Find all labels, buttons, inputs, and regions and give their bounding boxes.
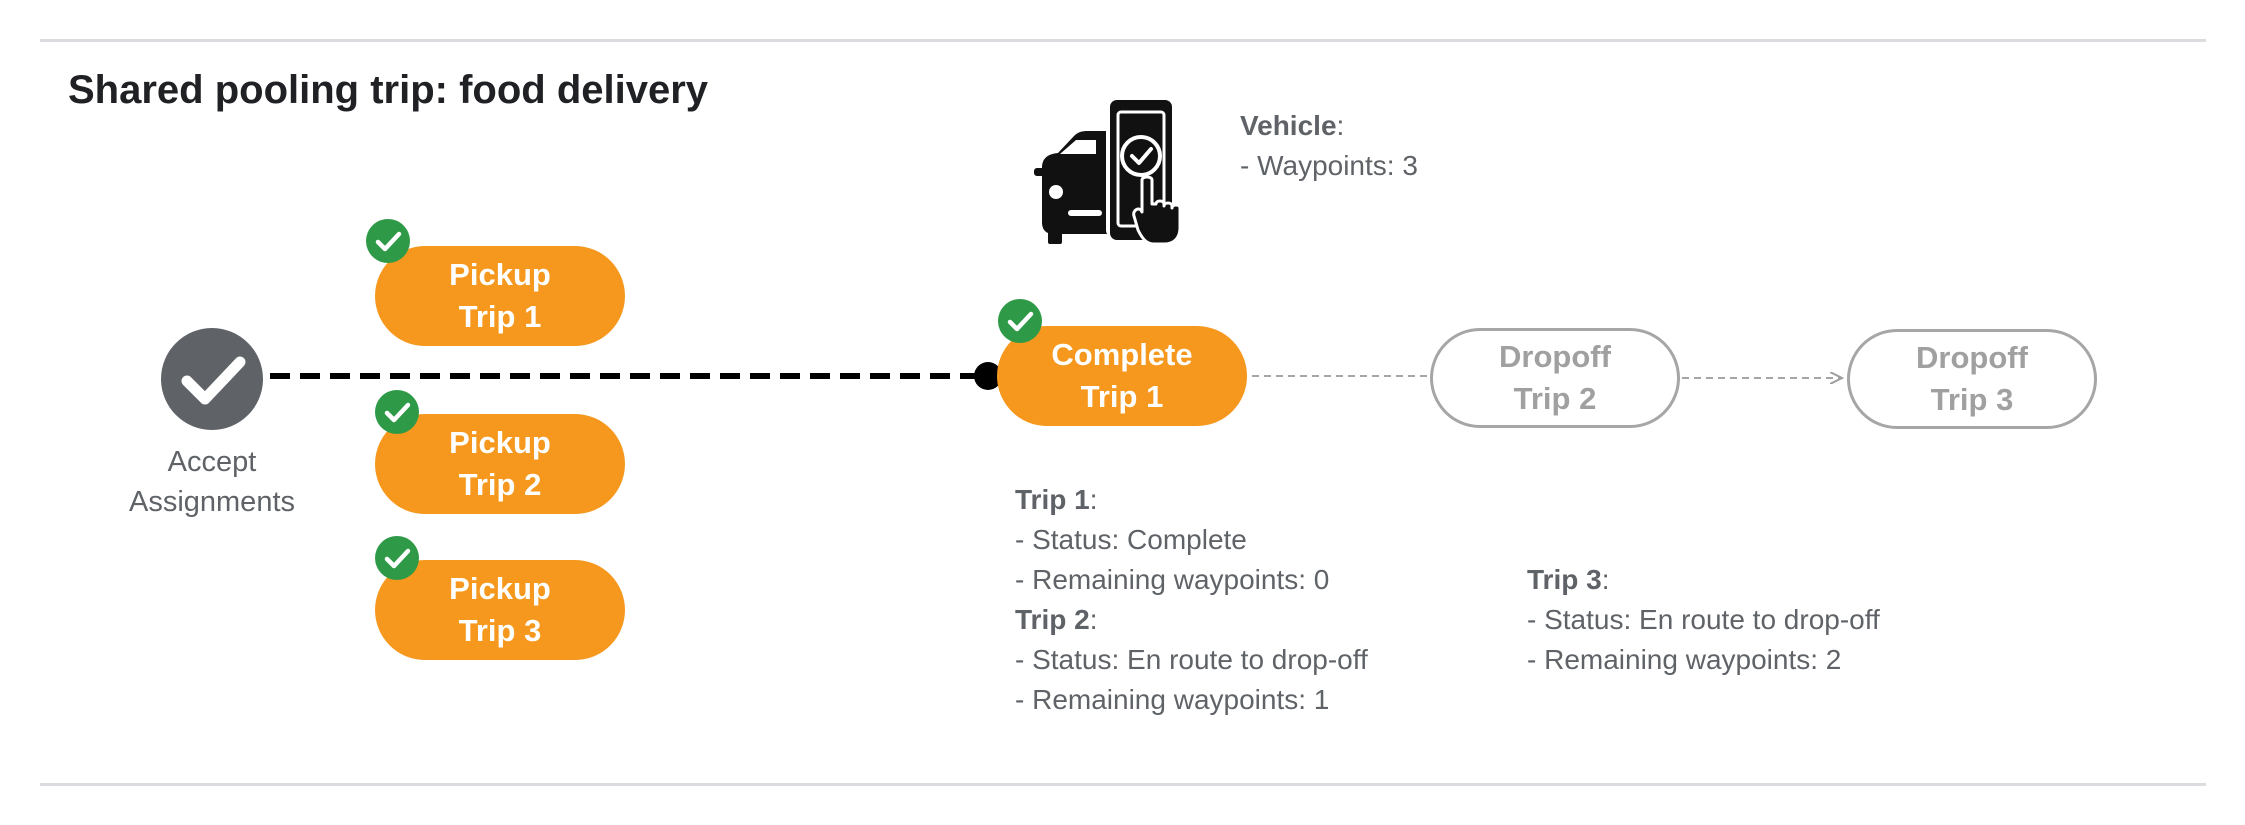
bottom-divider [40, 783, 2206, 786]
complete-trip-1-node: Complete Trip 1 [997, 326, 1247, 426]
trip-1-2-info: Trip 1: - Status: Complete - Remaining w… [1015, 484, 1368, 715]
pickup-trip-2-node: Pickup Trip 2 [375, 414, 625, 514]
progress-endpoint-dot [974, 362, 1002, 390]
check-badge-icon [375, 536, 419, 580]
diagram-title: Shared pooling trip: food delivery [68, 68, 709, 112]
top-divider [40, 39, 2206, 42]
trip-3-info: Trip 3: - Status: En route to drop-off -… [1527, 564, 1880, 675]
car-phone-check-icon [1034, 100, 1182, 246]
vehicle-info: Vehicle: - Waypoints: 3 [1240, 110, 1418, 181]
pickup-trip-3-node: Pickup Trip 3 [375, 560, 625, 660]
check-badge-icon [375, 390, 419, 434]
check-badge-icon [366, 219, 410, 263]
pickup-trip-1-node: Pickup Trip 1 [375, 246, 625, 346]
dropoff-trip-2-node: Dropoff Trip 2 [1430, 328, 1680, 428]
check-circle-icon [161, 328, 263, 430]
dropoff-trip-3-node: Dropoff Trip 3 [1847, 329, 2097, 429]
check-badge-icon [998, 299, 1042, 343]
accept-assignments-label: Accept Assignments [128, 446, 295, 518]
